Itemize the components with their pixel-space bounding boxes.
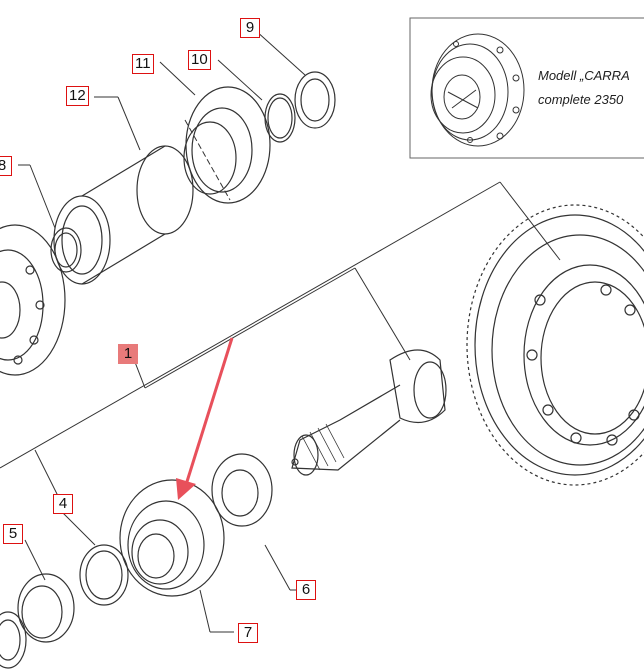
- callout-11: 11: [132, 54, 154, 74]
- assembly-guide-lines: [0, 29, 561, 633]
- o-ring-10: [264, 93, 296, 143]
- sleeve-12: [53, 145, 194, 285]
- callout-6: 6: [296, 580, 316, 600]
- callout-7: 7: [238, 623, 258, 643]
- washer-9: [294, 71, 336, 129]
- cup-5: [17, 573, 75, 643]
- inset-caption-line2: complete 2350: [538, 92, 624, 107]
- inset-flange-part: [430, 33, 525, 147]
- inset-box: [409, 17, 644, 159]
- ring-4: [79, 544, 129, 606]
- callout-8: 8: [0, 156, 12, 176]
- partial-ring: [0, 611, 27, 669]
- callout-12: 12: [66, 86, 89, 106]
- highlight-arrow: [176, 337, 234, 500]
- pinion-shaft: [291, 349, 447, 476]
- left-hub: [0, 224, 66, 376]
- ring-gear: [466, 204, 644, 486]
- bearing-7: [119, 479, 225, 597]
- callout-9: 9: [240, 18, 260, 38]
- snap-ring-8: [50, 227, 82, 273]
- inset-caption-line1: Modell „CARRA: [538, 68, 630, 83]
- callout-10: 10: [188, 50, 211, 70]
- callout-4: 4: [53, 494, 73, 514]
- shim-6: [211, 453, 273, 527]
- bearing-11: [183, 86, 271, 204]
- callout-5: 5: [3, 524, 23, 544]
- callout-1: 1: [118, 344, 138, 364]
